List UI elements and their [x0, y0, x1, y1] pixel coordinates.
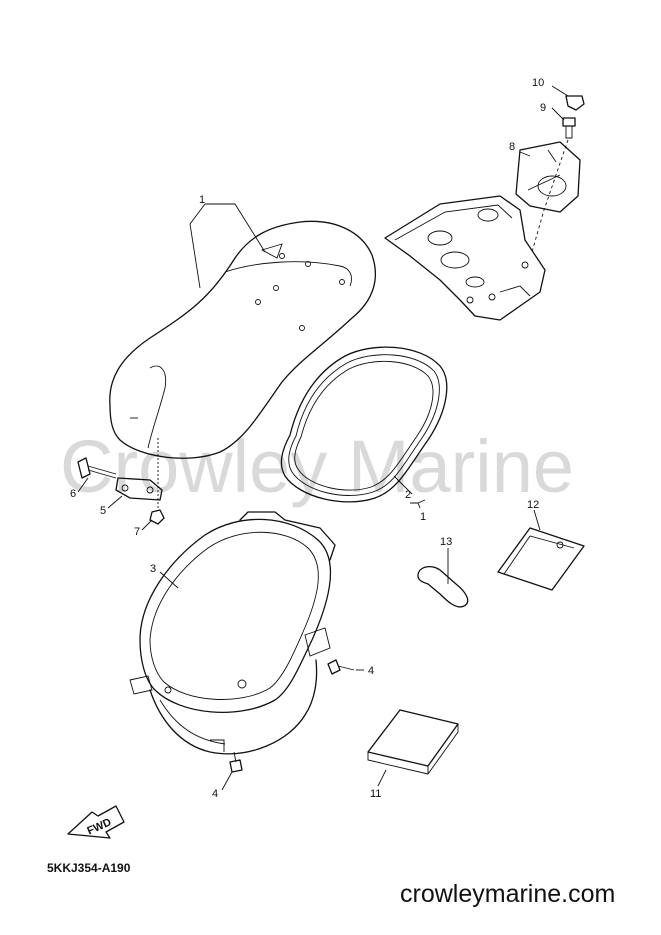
callout-3: 3: [150, 563, 156, 575]
watermark: Crowley Marine: [60, 425, 574, 508]
hinge-bracket[interactable]: [115, 477, 163, 501]
cap[interactable]: [565, 95, 585, 111]
band[interactable]: [417, 565, 469, 608]
callout-1: 1: [199, 194, 205, 206]
fwd-arrow-icon: FWD: [67, 805, 125, 839]
hinge-bolt[interactable]: [77, 457, 117, 479]
seat-seal[interactable]: [280, 346, 448, 503]
callout-10: 10: [532, 77, 544, 89]
diagram-code: 5KKJ354-A190: [47, 861, 131, 875]
seat[interactable]: [109, 220, 376, 459]
callout-5: 5: [100, 505, 106, 517]
callout-8: 8: [509, 141, 515, 153]
callout-4-right: 4: [368, 665, 374, 677]
callout-1-sub: 1: [420, 511, 426, 523]
callout-9: 9: [540, 102, 546, 114]
callout-2: 2: [405, 489, 411, 501]
luggage-box[interactable]: [129, 511, 336, 755]
callout-13: 13: [440, 536, 452, 548]
bracket[interactable]: [515, 141, 581, 213]
bolt-right[interactable]: [327, 659, 355, 675]
callout-6: 6: [70, 488, 76, 500]
fwd-label: FWD: [85, 816, 113, 837]
nut[interactable]: [149, 509, 165, 525]
site-url: crowleymarine.com: [400, 880, 616, 908]
callout-11: 11: [370, 788, 381, 800]
owners-manual[interactable]: [367, 709, 459, 775]
seat-lock-bracket-assembly[interactable]: [384, 195, 546, 321]
tool-bag[interactable]: [497, 527, 585, 591]
screw[interactable]: [562, 117, 576, 139]
callout-12: 12: [527, 499, 539, 511]
callout-7: 7: [134, 526, 140, 538]
bolt-bottom[interactable]: [229, 751, 243, 773]
callout-4-bottom: 4: [212, 788, 218, 800]
